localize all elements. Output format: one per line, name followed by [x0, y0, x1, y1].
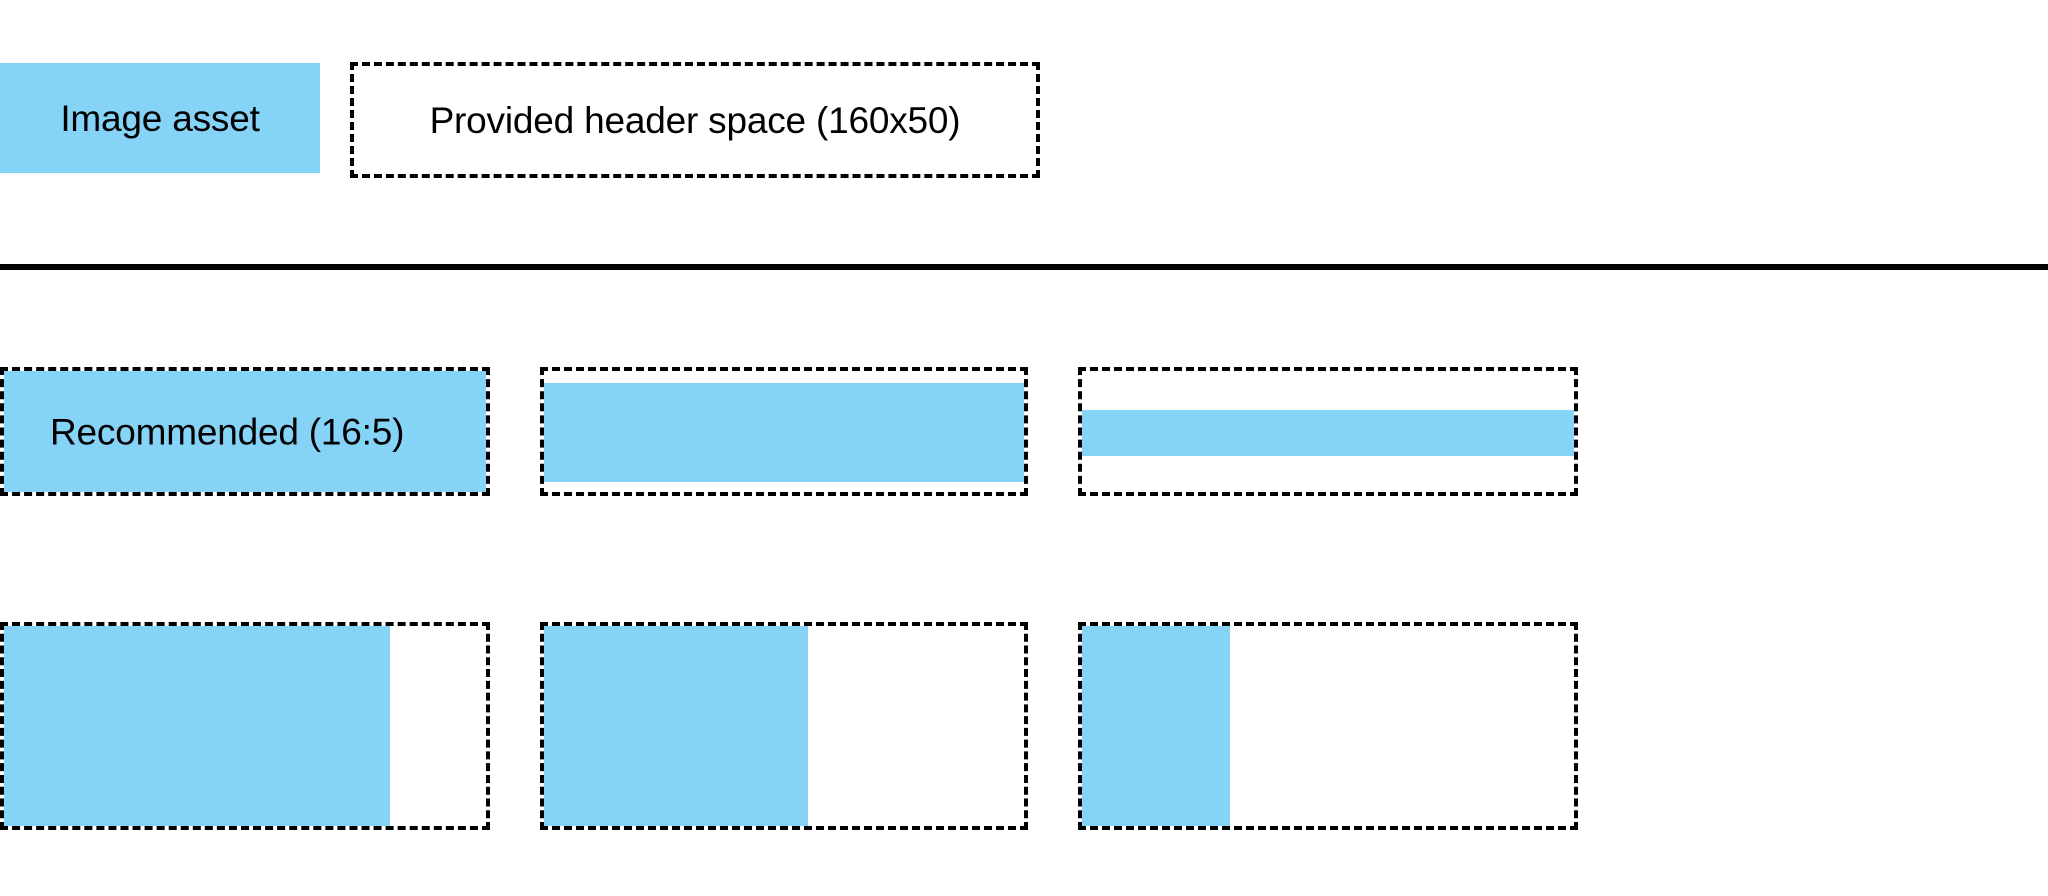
example-card-fill: [544, 383, 1024, 483]
legend-provided-header-space-label: Provided header space (160x50): [429, 99, 961, 141]
example-card-fill: [544, 626, 808, 826]
example-card-fill: [1082, 626, 1230, 826]
example-card-fill: [1082, 409, 1574, 456]
example-card-fill: [4, 626, 390, 826]
section-divider: [0, 264, 2048, 270]
example-card: [540, 367, 1028, 496]
example-card: [540, 622, 1028, 830]
legend-image-asset-label: Image asset: [60, 97, 260, 139]
example-card: [0, 622, 490, 830]
example-card: [1078, 622, 1578, 830]
example-card: [1078, 367, 1578, 496]
legend-image-asset-swatch: Image asset: [0, 63, 320, 173]
legend-provided-header-space-box: Provided header space (160x50): [350, 62, 1040, 178]
example-card-fill: [4, 371, 486, 492]
example-card-label: Recommended (16:5): [50, 411, 405, 452]
example-card: Recommended (16:5): [0, 367, 490, 496]
